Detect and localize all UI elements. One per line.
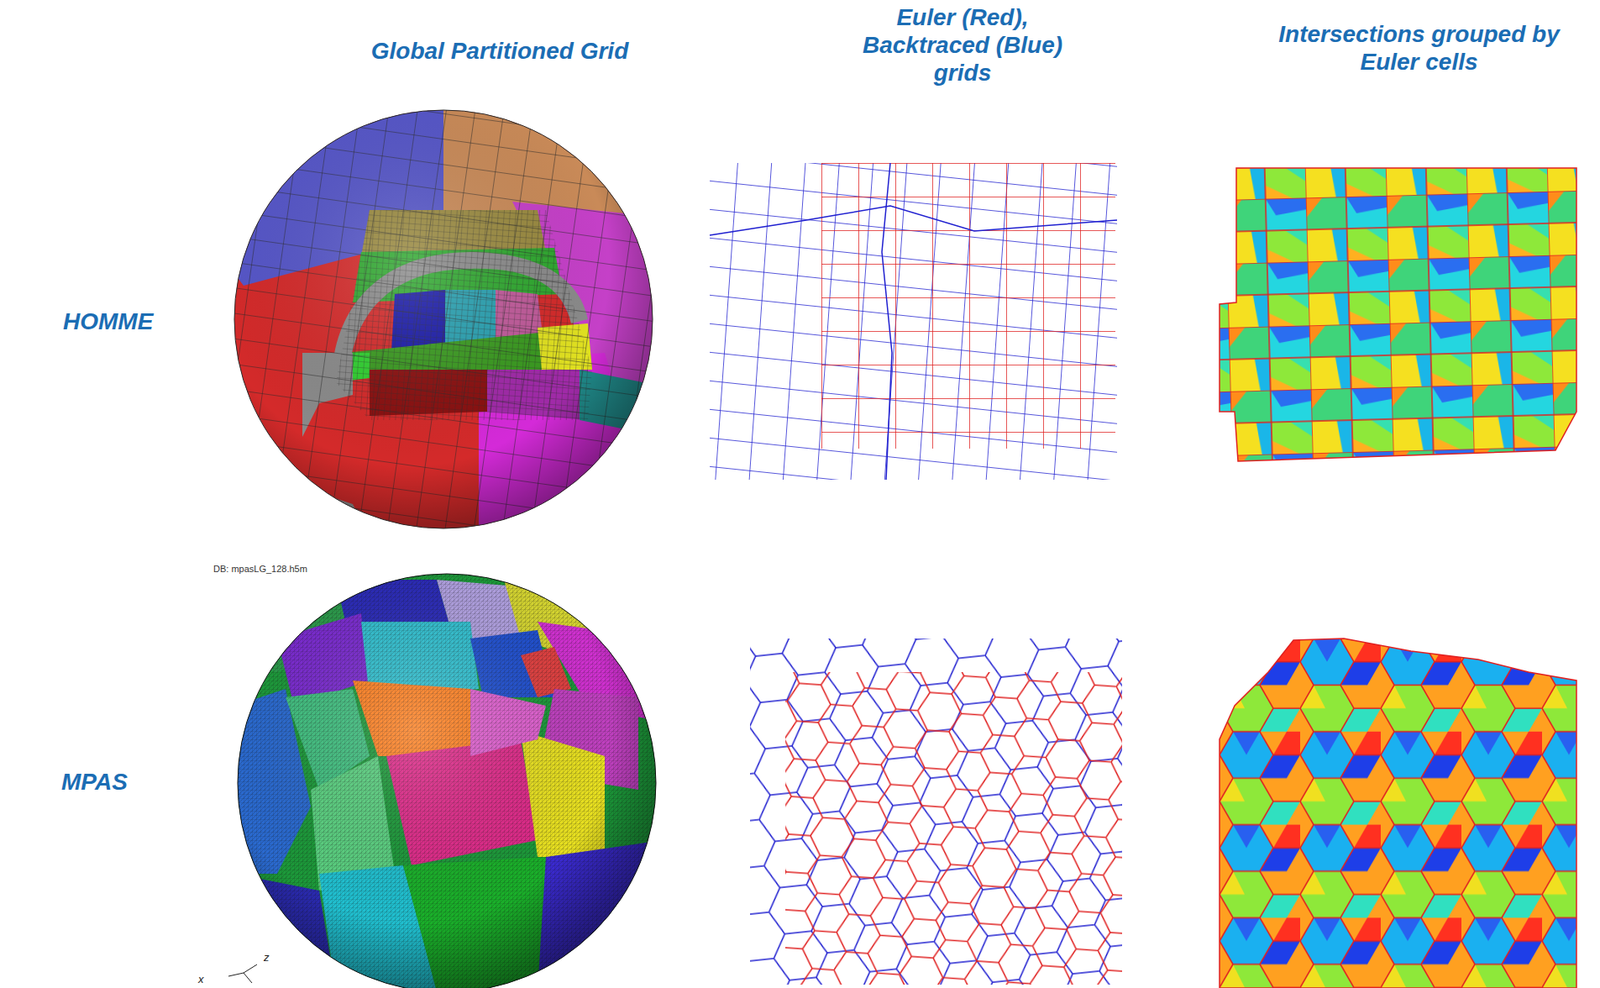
sphere-outline	[234, 110, 653, 529]
column-header: Global Partitioned Grid	[281, 36, 719, 65]
row-label: MPAS	[61, 767, 128, 796]
quad-intersections	[1219, 167, 1577, 462]
axis-label: z	[263, 950, 270, 964]
quad-grids	[709, 162, 1118, 480]
axis-triad	[228, 964, 258, 983]
axis-label: x	[198, 972, 205, 986]
column-header: Intersections grouped by Euler cells	[1269, 20, 1569, 76]
mpas-sphere	[235, 571, 664, 988]
row-label: HOMME	[62, 307, 153, 336]
sphere-outline	[237, 573, 656, 988]
homme-sphere	[218, 83, 672, 572]
column-header: Euler (Red), Backtraced (Blue) grids	[836, 3, 1089, 87]
hex-intersections	[1219, 638, 1577, 988]
hex-grids	[750, 638, 1123, 985]
database-note: DB: mpasLG_128.h5m	[213, 563, 308, 575]
